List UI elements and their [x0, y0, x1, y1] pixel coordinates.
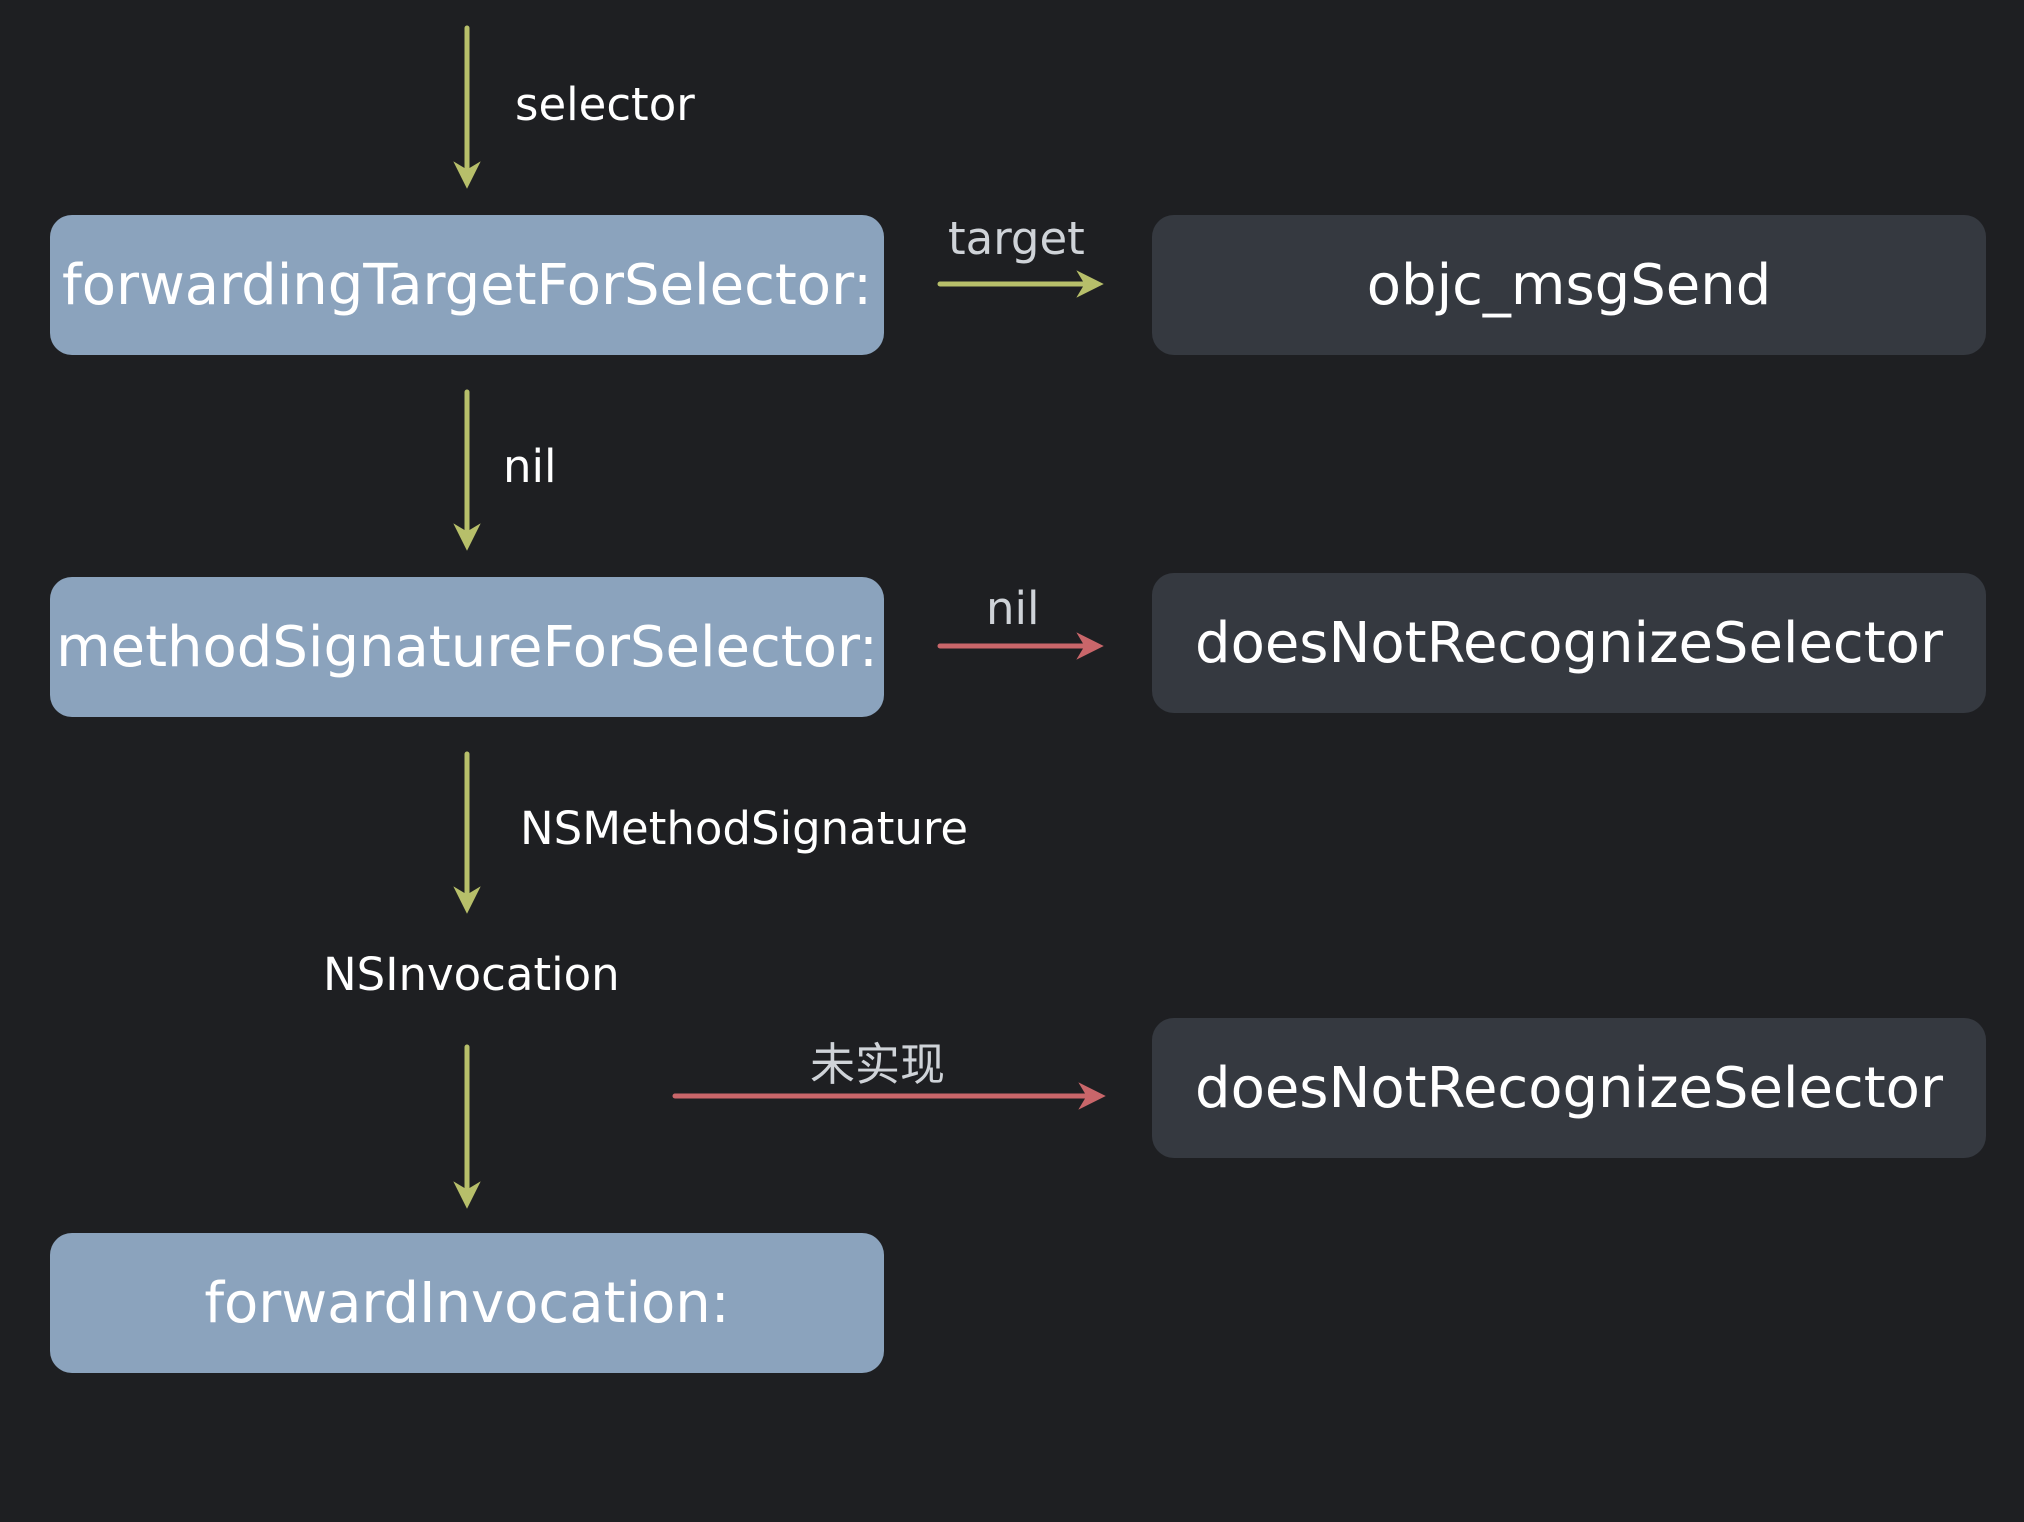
node-does-not-recognize-selector-1: doesNotRecognizeSelector: [1152, 573, 1986, 713]
node-forward-invocation: forwardInvocation:: [50, 1233, 884, 1373]
edge-label-nsinvocation: NSInvocation: [323, 948, 620, 1001]
node-objc-msgsend-label: objc_msgSend: [1366, 252, 1772, 318]
node-forwarding-target-for-selector: forwardingTargetForSelector:: [50, 215, 884, 355]
node-forwarding-target-label: forwardingTargetForSelector:: [62, 252, 872, 318]
node-does-not-recognize-2-label: doesNotRecognizeSelector: [1195, 1055, 1943, 1121]
edge-label-nil-down: nil: [503, 440, 557, 493]
node-does-not-recognize-selector-2: doesNotRecognizeSelector: [1152, 1018, 1986, 1158]
edge-label-selector: selector: [515, 78, 695, 131]
edge-label-nil-right: nil: [986, 582, 1040, 635]
edge-label-nsmethodsignature: NSMethodSignature: [520, 802, 969, 855]
node-does-not-recognize-1-label: doesNotRecognizeSelector: [1195, 610, 1943, 676]
edge-label-not-implemented: 未实现: [810, 1038, 946, 1091]
node-forward-invocation-label: forwardInvocation:: [204, 1270, 730, 1336]
node-objc-msgsend: objc_msgSend: [1152, 215, 1986, 355]
node-method-signature-label: methodSignatureForSelector:: [56, 614, 878, 680]
edge-label-target: target: [948, 212, 1085, 265]
node-method-signature-for-selector: methodSignatureForSelector:: [50, 577, 884, 717]
